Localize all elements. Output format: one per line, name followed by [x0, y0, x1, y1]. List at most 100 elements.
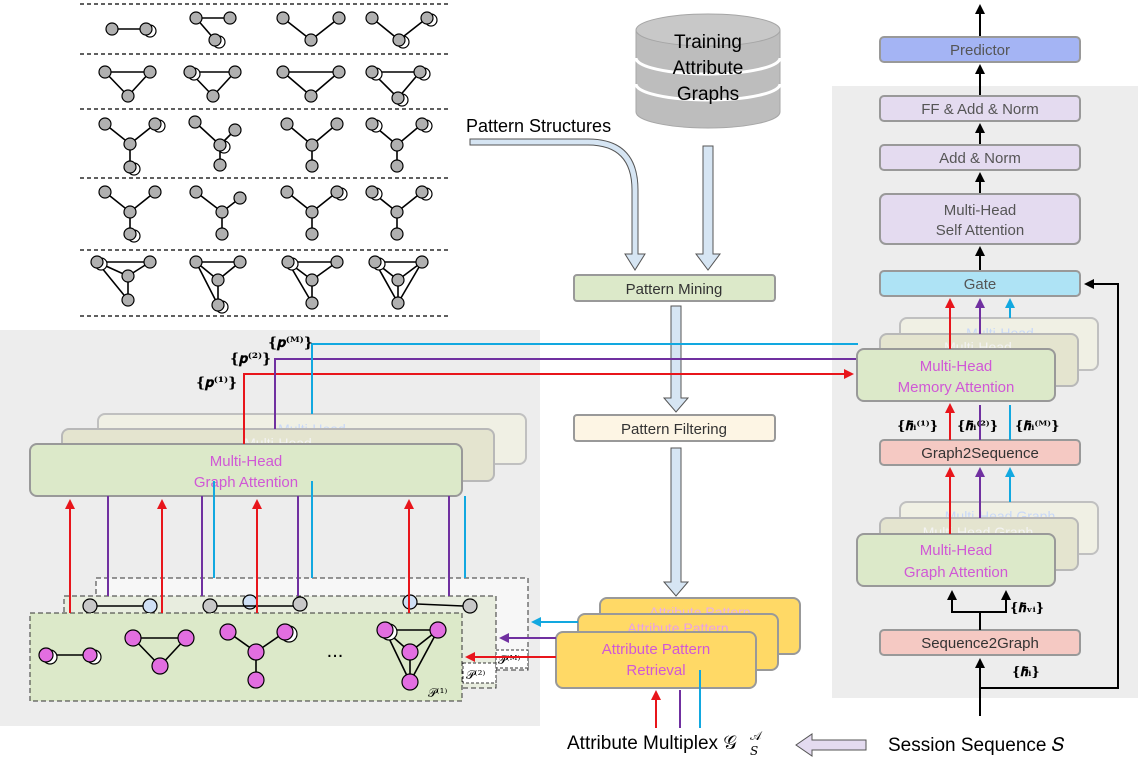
motif-node	[332, 65, 346, 79]
motif-node	[391, 91, 405, 105]
motif-node	[365, 117, 379, 131]
motif-node	[332, 11, 346, 25]
motif-node	[82, 647, 98, 663]
pattern-structures-arrow	[469, 138, 646, 271]
motif-r5c4	[368, 255, 429, 310]
motif-node	[281, 255, 295, 269]
pattern-set-ghost-motifs	[82, 594, 478, 614]
motif-r3c4	[365, 117, 433, 173]
filtering-to-retrieval-arrow	[662, 447, 690, 597]
h-bar-M-label: {𝒉̄ᵢ⁽ᴹ⁾}	[1015, 419, 1060, 434]
motif-node	[390, 205, 404, 219]
ff-add-norm-box	[879, 95, 1081, 122]
left-ga-label-2: Graph Attention	[194, 474, 298, 491]
ghost-node	[292, 596, 308, 612]
motif-node	[148, 185, 162, 199]
pattern-mining-label: Pattern Mining	[626, 281, 723, 298]
motif-node	[304, 33, 318, 47]
motif-node	[391, 296, 405, 310]
motif-r2c2	[183, 65, 242, 103]
motif-r2c3	[276, 65, 346, 103]
pattern-motifs	[90, 11, 438, 314]
pattern-filtering-box	[573, 414, 776, 442]
predictor-box	[879, 36, 1081, 63]
motif-node	[330, 255, 344, 269]
pattern-set-1-motifs	[38, 621, 447, 691]
motif-node	[219, 623, 237, 641]
motif-r3c3	[280, 117, 344, 173]
motif-node	[189, 185, 203, 199]
ff-add-norm-label: FF & Add & Norm	[921, 101, 1039, 118]
pattern-structures-grid	[80, 3, 448, 317]
motif-node	[211, 298, 225, 312]
motif-node	[415, 117, 429, 131]
motif-node	[121, 89, 135, 103]
motif-node	[121, 293, 135, 307]
memory-attention-label-1: Multi-Head	[920, 358, 993, 375]
motif-node	[143, 255, 157, 269]
pink-motif-2	[124, 629, 195, 675]
motif-node	[305, 205, 319, 219]
memory-attention-box	[856, 348, 1056, 402]
motif-r4c3	[280, 185, 348, 241]
motif-node	[280, 117, 294, 131]
ellipsis-label: ...	[327, 640, 344, 662]
motif-node	[376, 621, 394, 639]
h-i-label: {𝒉̄ᵢ}	[1012, 665, 1040, 680]
set-pM-label: {𝒑⁽ᴹ⁾}	[268, 335, 313, 351]
motif-r1c2	[189, 11, 237, 49]
motif-node	[429, 621, 447, 639]
p1-label: 𝒫⁽¹⁾	[428, 686, 447, 700]
motif-node	[247, 643, 265, 661]
motif-node	[211, 273, 225, 287]
motif-node	[123, 205, 137, 219]
motif-r4c1	[98, 185, 162, 243]
motif-node	[143, 65, 157, 79]
motif-node	[305, 227, 319, 241]
p2-label: 𝒫⁽²⁾	[466, 668, 485, 682]
predictor-label: Predictor	[950, 42, 1010, 59]
attribute-multiplex-sub: 𝑆	[750, 744, 758, 758]
motif-node	[401, 673, 419, 691]
motif-node	[305, 159, 319, 173]
motif-node	[98, 65, 112, 79]
motif-node	[90, 255, 104, 269]
right-ga-label-2: Graph Attention	[904, 564, 1008, 581]
motif-node	[304, 89, 318, 103]
right-ga-label-1: Multi-Head	[920, 542, 993, 559]
motif-node	[139, 22, 153, 36]
sequence2graph-label: Sequence2Graph	[921, 635, 1039, 652]
motif-node	[148, 117, 162, 131]
pM-tag	[495, 649, 529, 669]
motif-node	[123, 227, 137, 241]
pink-motif-1	[38, 647, 102, 665]
motif-node	[392, 33, 406, 47]
motif-r1c4	[365, 11, 438, 49]
motif-node	[105, 22, 119, 36]
motif-node	[415, 185, 429, 199]
db-label-2: Attribute	[673, 58, 744, 79]
pink-motif-4	[376, 621, 447, 691]
motif-node	[213, 138, 227, 152]
motif-node	[183, 65, 197, 79]
motif-r5c3	[281, 255, 344, 310]
left-up-arrows	[65, 481, 466, 613]
training-database-icon	[634, 13, 782, 129]
pink-motif-3	[219, 623, 298, 689]
motif-node	[415, 255, 429, 269]
motif-node	[365, 65, 379, 79]
motif-node	[365, 11, 379, 25]
motif-node	[233, 191, 247, 205]
self-attention-box	[879, 193, 1081, 245]
db-label-3: Graphs	[677, 84, 739, 105]
motif-r4c4	[365, 185, 433, 241]
ghost-node	[142, 598, 158, 614]
attr-retrieval-label-1: Attribute Pattern	[602, 641, 710, 658]
motif-node	[330, 185, 344, 199]
attribute-multiplex-label: Attribute Multiplex 𝒢	[567, 733, 737, 754]
ghost-node	[242, 594, 258, 610]
motif-node	[38, 647, 54, 663]
motif-node	[247, 671, 265, 689]
memory-attention-label-2: Memory Attention	[898, 379, 1015, 396]
motif-node	[123, 137, 137, 151]
